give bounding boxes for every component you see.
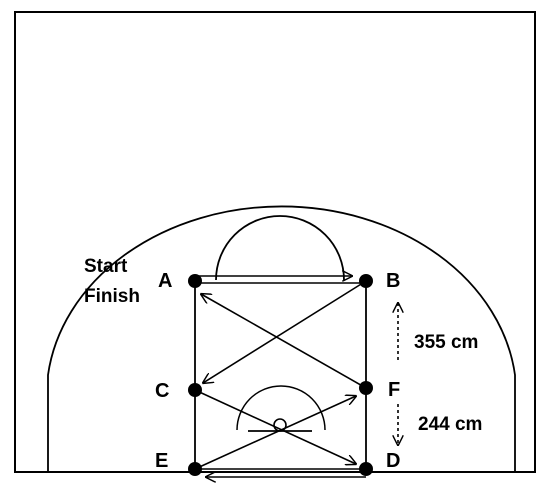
distance-upper-label: 355 cm: [414, 332, 478, 353]
point-c-marker: [188, 383, 202, 397]
arrow-f-to-a: [201, 294, 367, 389]
finish-label: Finish: [84, 286, 140, 307]
free-throw-semicircle: [215, 215, 345, 281]
three-point-arc: [47, 205, 516, 472]
point-c-label: C: [155, 380, 169, 402]
restricted-area-arc: [236, 385, 326, 431]
point-e-label: E: [155, 450, 168, 472]
point-d-marker: [359, 462, 373, 476]
point-e-marker: [188, 462, 202, 476]
point-b-label: B: [386, 270, 400, 292]
distance-lower-label: 244 cm: [418, 414, 482, 435]
point-a-label: A: [158, 270, 172, 292]
point-b-marker: [359, 274, 373, 288]
arrow-c-to-d: [194, 389, 356, 464]
court-outline: [14, 11, 536, 473]
arrow-e-to-f: [194, 396, 356, 470]
point-f-label: F: [388, 379, 400, 401]
point-d-label: D: [386, 450, 400, 472]
point-a-marker: [188, 274, 202, 288]
arrow-b-to-c: [203, 280, 367, 383]
start-label: Start: [84, 256, 128, 277]
point-f-marker: [359, 381, 373, 395]
